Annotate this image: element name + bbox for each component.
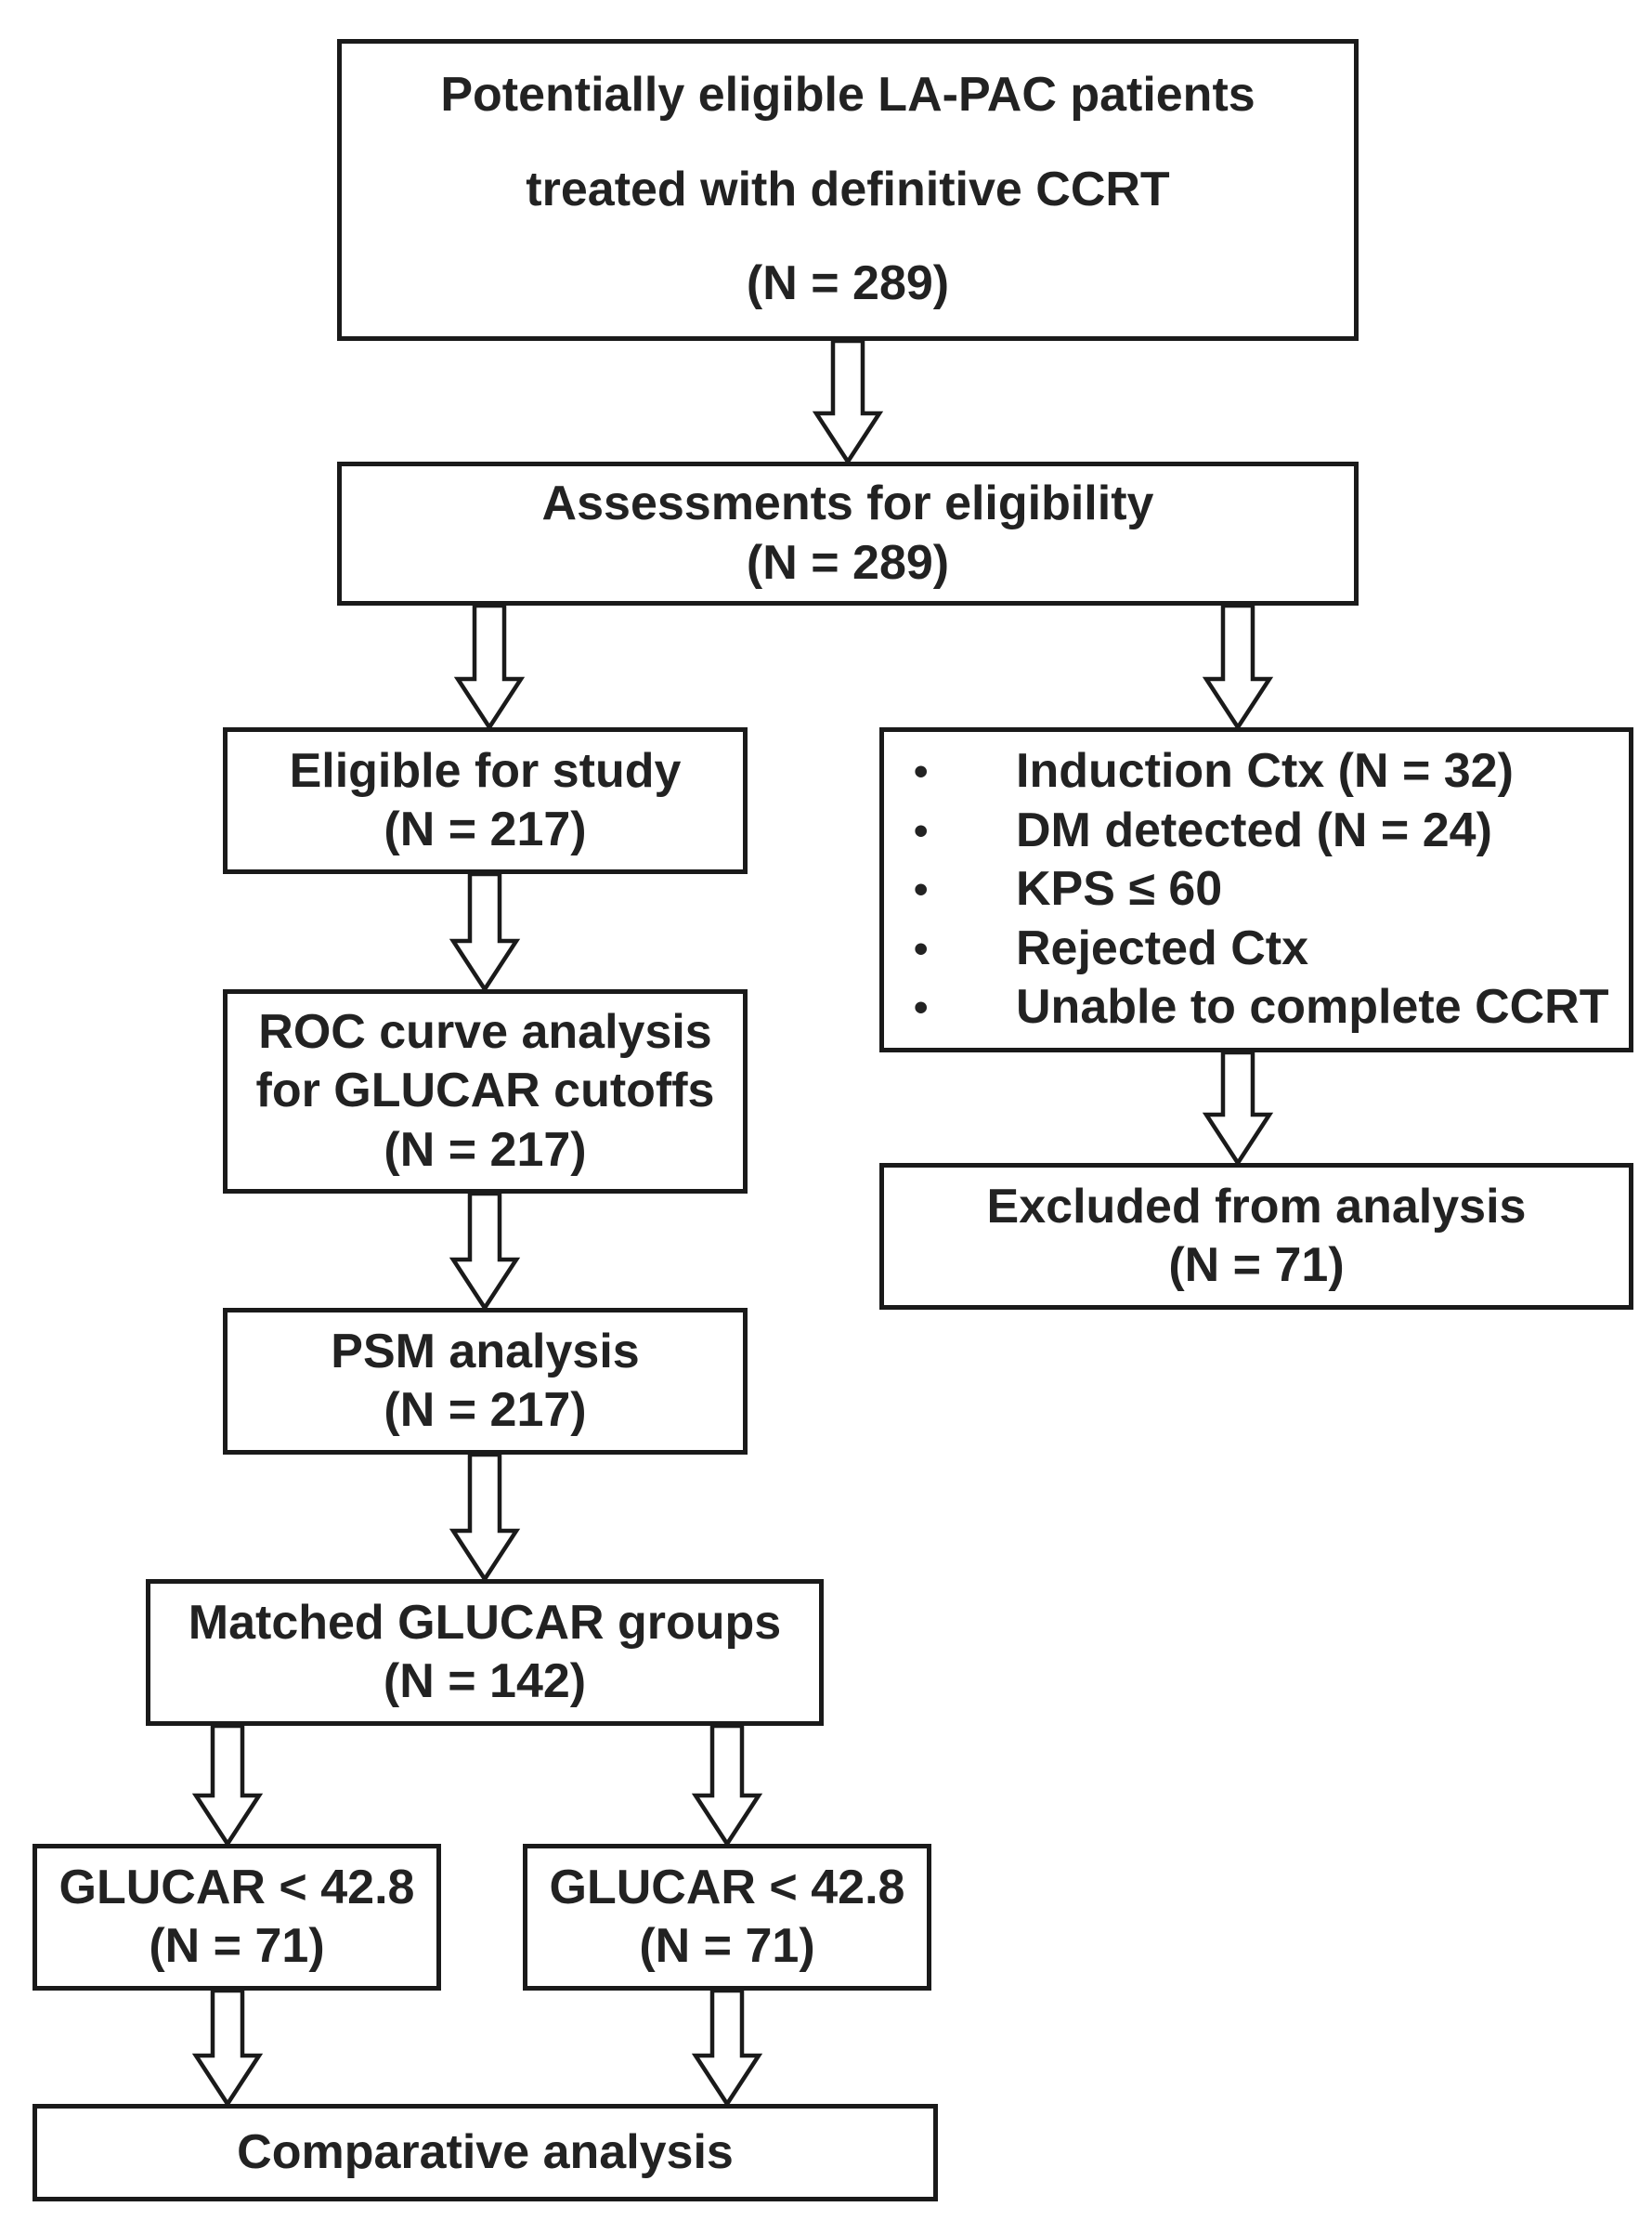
exclusion-reasons-box: • Induction Ctx (N = 32) • DM detected (N … xyxy=(879,727,1633,1052)
down-arrow-icon xyxy=(1202,603,1274,732)
roc-line-2: for GLUCAR cutoffs xyxy=(255,1064,715,1118)
down-arrow-icon xyxy=(691,1988,763,2109)
assessments-count: (N = 289) xyxy=(746,535,950,590)
down-arrow-icon xyxy=(1202,1050,1274,1168)
exclusion-reason-text: Induction Ctx (N = 32) xyxy=(1016,744,1514,799)
potentially-eligible-box: Potentially eligible LA-PAC patients tre… xyxy=(337,39,1359,341)
down-arrow-icon xyxy=(449,1191,521,1312)
down-arrow-icon xyxy=(812,338,884,466)
roc-line-1: ROC curve analysis xyxy=(258,1004,712,1059)
eligible-count: (N = 217) xyxy=(384,803,587,856)
eligible-box: Eligible for study (N = 217) xyxy=(223,727,748,874)
down-arrow-icon xyxy=(691,1723,763,1848)
exclusion-reason-text: KPS ≤ 60 xyxy=(1016,862,1223,917)
assessments-label: Assessments for eligibility xyxy=(541,477,1154,531)
exclusion-reason-item: • Rejected Ctx xyxy=(914,920,1609,978)
potentially-eligible-line-2: treated with definitive CCRT xyxy=(526,162,1170,216)
exclusion-reason-text: Rejected Ctx xyxy=(1016,921,1308,975)
comparative-label: Comparative analysis xyxy=(237,2124,734,2179)
matched-label: Matched GLUCAR groups xyxy=(188,1595,782,1650)
bullet-icon: • xyxy=(914,867,929,913)
bullet-icon: • xyxy=(914,985,929,1031)
down-arrow-icon xyxy=(449,1452,521,1584)
exclusion-reason-item: • Unable to complete CCRT xyxy=(914,978,1609,1037)
group-left-box: GLUCAR < 42.8 (N = 71) xyxy=(33,1844,441,1991)
bullet-icon: • xyxy=(914,925,929,972)
matched-count: (N = 142) xyxy=(383,1654,587,1708)
excluded-count: (N = 71) xyxy=(1168,1238,1345,1292)
group-left-label: GLUCAR < 42.8 xyxy=(59,1860,415,1914)
matched-groups-box: Matched GLUCAR groups (N = 142) xyxy=(146,1579,824,1726)
eligible-label: Eligible for study xyxy=(289,743,682,798)
bullet-icon: • xyxy=(914,807,929,854)
psm-label: PSM analysis xyxy=(331,1324,640,1378)
exclusion-reason-item: • KPS ≤ 60 xyxy=(914,860,1609,919)
comparative-analysis-box: Comparative analysis xyxy=(33,2104,938,2201)
group-right-count: (N = 71) xyxy=(639,1919,815,1973)
excluded-label: Excluded from analysis xyxy=(986,1179,1527,1234)
psm-count: (N = 217) xyxy=(384,1383,587,1437)
exclusion-reason-text: Unable to complete CCRT xyxy=(1016,980,1609,1035)
down-arrow-icon xyxy=(191,1988,264,2109)
down-arrow-icon xyxy=(191,1723,264,1848)
roc-analysis-box: ROC curve analysis for GLUCAR cutoffs (N… xyxy=(223,989,748,1194)
exclusion-reason-item: • Induction Ctx (N = 32) xyxy=(914,742,1609,801)
bullet-icon: • xyxy=(914,749,929,795)
down-arrow-icon xyxy=(449,871,521,994)
group-left-count: (N = 71) xyxy=(149,1919,325,1973)
potentially-eligible-line-1: Potentially eligible LA-PAC patients xyxy=(440,68,1255,123)
excluded-box: Excluded from analysis (N = 71) xyxy=(879,1163,1633,1310)
psm-analysis-box: PSM analysis (N = 217) xyxy=(223,1308,748,1455)
group-right-label: GLUCAR < 42.8 xyxy=(549,1860,905,1914)
down-arrow-icon xyxy=(453,603,526,732)
potentially-eligible-count: (N = 289) xyxy=(746,256,950,311)
roc-count: (N = 217) xyxy=(384,1122,587,1177)
exclusion-reasons-list: • Induction Ctx (N = 32) • DM detected (N … xyxy=(914,742,1609,1037)
exclusion-reason-item: • DM detected (N = 24) xyxy=(914,802,1609,860)
exclusion-reason-text: DM detected (N = 24) xyxy=(1016,803,1492,857)
